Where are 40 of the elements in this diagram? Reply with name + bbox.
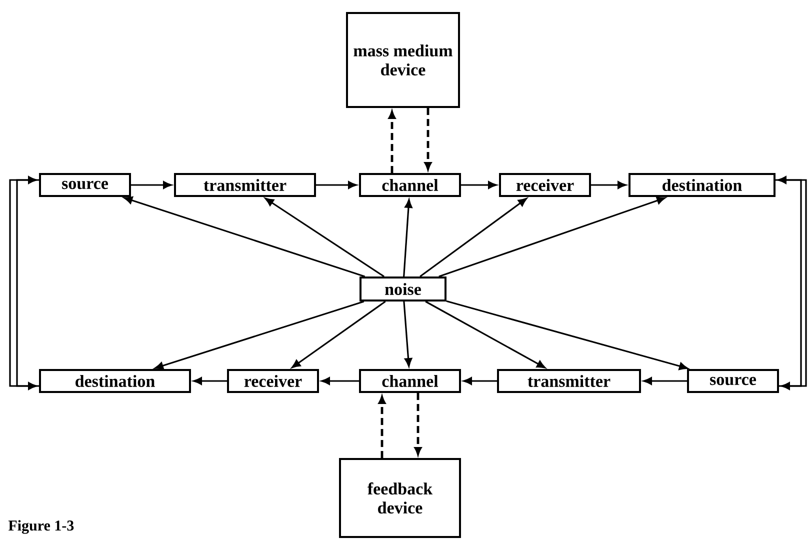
process-box: destination — [628, 173, 776, 197]
arrow — [424, 108, 432, 170]
process-box: receiver — [499, 173, 591, 197]
arrow — [463, 377, 497, 385]
arrow — [131, 181, 172, 189]
arrow — [154, 300, 364, 370]
process-box: source — [687, 369, 779, 393]
arrow — [292, 300, 386, 368]
arrow — [403, 199, 412, 277]
process-box: feedback device — [339, 458, 461, 538]
process-box: transmitter — [497, 369, 641, 393]
process-box: channel — [359, 173, 461, 197]
arrow — [321, 377, 359, 385]
arrow — [438, 196, 666, 278]
arrow — [124, 196, 366, 278]
arrow — [414, 393, 422, 455]
arrow — [16, 179, 39, 390]
figure-caption: Figure 1-3 — [8, 520, 74, 534]
arrow — [446, 300, 688, 370]
arrow — [591, 181, 626, 189]
arrow — [264, 198, 384, 278]
process-box: noise — [360, 276, 446, 302]
arrow — [778, 176, 802, 387]
process-box: channel — [359, 369, 461, 393]
arrow — [403, 301, 412, 367]
arrow — [420, 198, 527, 278]
arrow — [388, 111, 396, 173]
arrow — [193, 377, 227, 385]
process-box: transmitter — [174, 173, 316, 197]
arrow — [9, 176, 39, 387]
process-box: source — [39, 173, 131, 197]
arrow — [425, 300, 546, 368]
arrow — [776, 179, 807, 390]
arrow — [643, 377, 687, 385]
process-box: destination — [39, 369, 191, 393]
process-box: receiver — [227, 369, 319, 393]
arrow — [378, 396, 386, 458]
arrow — [316, 181, 357, 189]
process-box: mass medium device — [346, 12, 460, 108]
arrow — [461, 181, 497, 189]
